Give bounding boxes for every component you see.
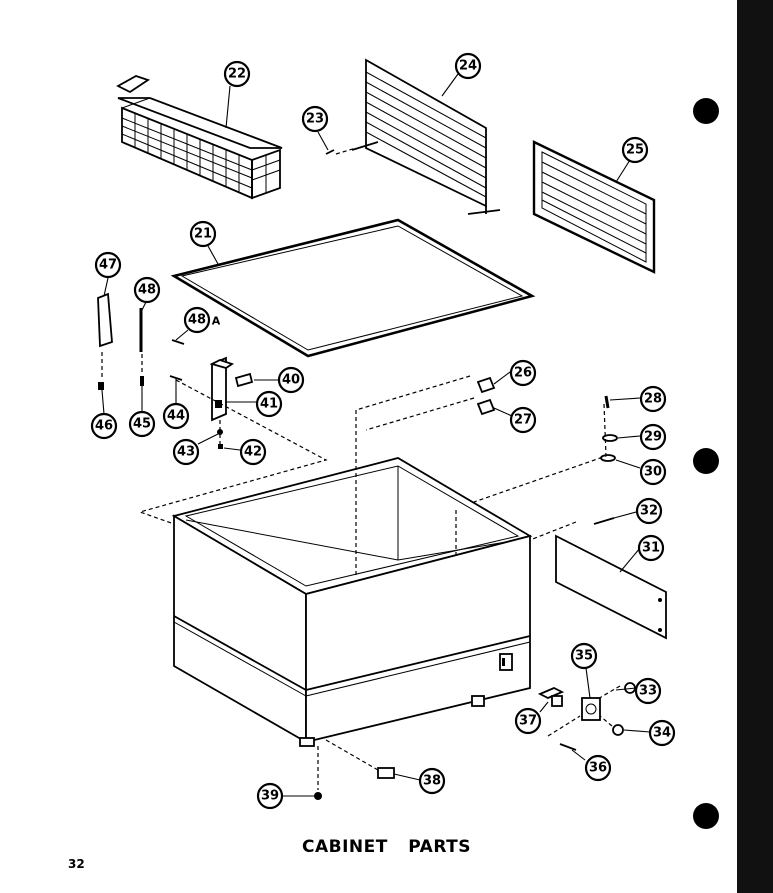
callout-48a-suffix: A xyxy=(212,315,221,328)
binder-hole-top xyxy=(693,98,719,124)
scan-edge xyxy=(737,0,773,893)
svg-text:40: 40 xyxy=(282,373,300,388)
callout-25: 25 xyxy=(621,136,649,164)
grille-panel-part xyxy=(532,140,656,274)
svg-text:31: 31 xyxy=(642,541,660,556)
callout-41: 41 xyxy=(255,390,283,418)
svg-text:43: 43 xyxy=(177,445,195,460)
small-hardware-parts xyxy=(314,149,636,800)
callout-23: 23 xyxy=(301,105,329,133)
svg-text:45: 45 xyxy=(133,417,151,432)
callout-42: 42 xyxy=(239,438,267,466)
svg-text:33: 33 xyxy=(639,684,657,699)
assembly-dashed-lines xyxy=(101,147,621,790)
callout-31: 31 xyxy=(637,534,665,562)
page-number: 32 xyxy=(68,857,85,871)
callout-29: 29 xyxy=(639,423,667,451)
cabinet-body-part xyxy=(171,457,533,747)
callout-48: 48 xyxy=(133,276,161,304)
svg-text:27: 27 xyxy=(514,413,532,428)
callout-33: 33 xyxy=(634,677,662,705)
hinge-assembly-part xyxy=(169,339,254,449)
callout-30: 30 xyxy=(639,458,667,486)
callout-48a: 48 A xyxy=(183,306,221,334)
callout-34: 34 xyxy=(648,719,676,747)
svg-text:36: 36 xyxy=(589,761,607,776)
divider-grille-part xyxy=(351,58,501,215)
leader-lines xyxy=(101,73,651,797)
svg-text:41: 41 xyxy=(260,397,278,412)
svg-text:32: 32 xyxy=(640,504,658,519)
callout-35: 35 xyxy=(570,642,598,670)
svg-text:26: 26 xyxy=(514,366,532,381)
callout-32: 32 xyxy=(635,497,663,525)
svg-text:21: 21 xyxy=(194,227,212,242)
callout-28: 28 xyxy=(639,385,667,413)
diagram-title: CABINET PARTS xyxy=(302,837,471,857)
svg-text:37: 37 xyxy=(519,714,537,729)
svg-text:44: 44 xyxy=(167,409,185,424)
svg-text:39: 39 xyxy=(261,789,279,804)
handle-part xyxy=(97,292,144,390)
svg-text:30: 30 xyxy=(644,465,662,480)
binder-hole-middle xyxy=(693,448,719,474)
callout-21: 21 xyxy=(189,220,217,248)
callout-46: 46 xyxy=(90,412,118,440)
binder-hole-bottom xyxy=(693,803,719,829)
callout-38: 38 xyxy=(418,767,446,795)
callout-37: 37 xyxy=(514,707,542,735)
callout-36: 36 xyxy=(584,754,612,782)
callout-39: 39 xyxy=(256,782,284,810)
svg-text:35: 35 xyxy=(575,649,593,664)
svg-text:48: 48 xyxy=(188,313,206,328)
svg-text:25: 25 xyxy=(626,143,644,158)
callout-27: 27 xyxy=(509,406,537,434)
callout-43: 43 xyxy=(172,438,200,466)
svg-text:24: 24 xyxy=(459,59,477,74)
callout-24: 24 xyxy=(454,52,482,80)
callout-45: 45 xyxy=(128,410,156,438)
callout-40: 40 xyxy=(277,366,305,394)
svg-text:38: 38 xyxy=(423,774,441,789)
svg-text:29: 29 xyxy=(644,430,662,445)
svg-text:22: 22 xyxy=(228,67,246,82)
callout-47: 47 xyxy=(94,251,122,279)
wire-basket-part xyxy=(116,75,283,200)
callout-22: 22 xyxy=(223,60,251,88)
svg-text:48: 48 xyxy=(138,283,156,298)
lid-gasket-part xyxy=(170,218,536,358)
svg-text:28: 28 xyxy=(644,392,662,407)
svg-text:23: 23 xyxy=(306,112,324,127)
back-panel-part xyxy=(555,534,667,640)
svg-text:46: 46 xyxy=(95,419,113,434)
callout-26: 26 xyxy=(509,359,537,387)
svg-text:42: 42 xyxy=(244,445,262,460)
svg-text:47: 47 xyxy=(99,258,117,273)
svg-text:34: 34 xyxy=(653,726,671,741)
callout-44: 44 xyxy=(162,402,190,430)
